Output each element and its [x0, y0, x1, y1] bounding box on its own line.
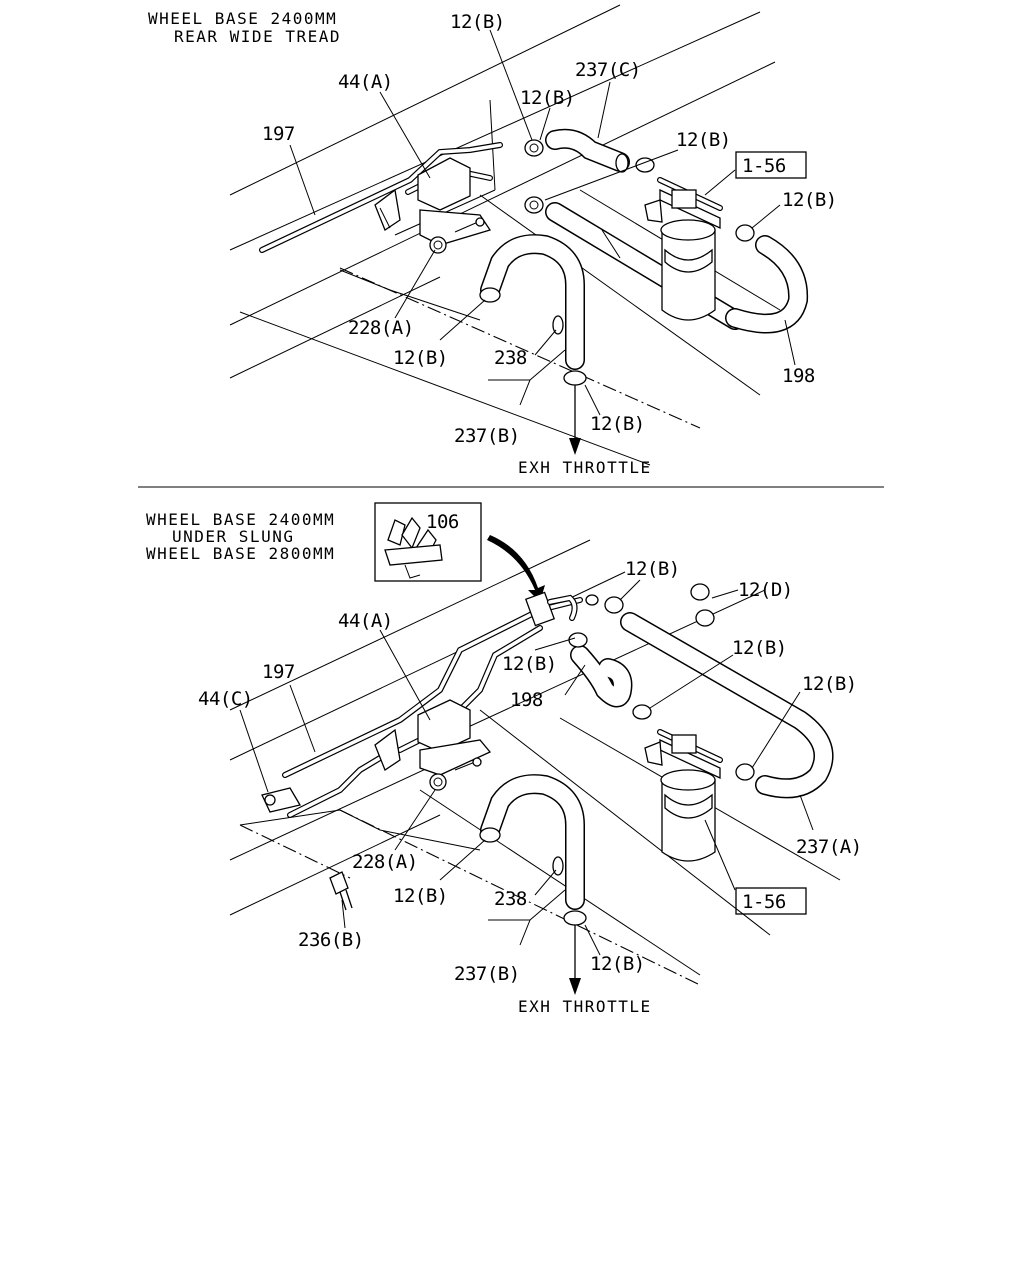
- top-callout-12b-a: 12(B): [520, 87, 575, 109]
- bottom-callout-12b-a: 12(B): [625, 558, 680, 580]
- bottom-inset-106: [374, 502, 545, 602]
- bottom-callout-197: 197: [262, 661, 295, 683]
- bottom-diagram: WHEEL BASE 2400MM UNDER SLUNG WHEEL BASE…: [146, 502, 862, 1016]
- top-bracket-44a: [374, 157, 492, 254]
- bottom-callout-236b: 236(B): [298, 929, 364, 951]
- top-hose-237c: [545, 128, 630, 173]
- bottom-bracket-44a: [374, 699, 492, 791]
- bottom-leaders: [239, 579, 814, 956]
- top-diagram: WHEEL BASE 2400MM REAR WIDE TREAD: [148, 4, 837, 477]
- bottom-pipe-44c: [261, 749, 393, 818]
- bottom-header-line-2: UNDER SLUNG: [172, 527, 294, 546]
- bottom-callout-237b: 237(B): [454, 963, 520, 985]
- bottom-hose-long: [620, 612, 834, 799]
- bottom-hose-198: [570, 645, 633, 708]
- bottom-ref-1-56: 1-56: [742, 891, 786, 913]
- bottom-callout-198: 198: [510, 689, 543, 711]
- bottom-callout-12d: 12(D): [738, 579, 793, 601]
- bottom-canister-1-56: [644, 729, 723, 862]
- top-ref-1-56: 1-56: [742, 155, 786, 177]
- top-clamps: [479, 139, 755, 386]
- top-callout-198: 198: [782, 365, 815, 387]
- bottom-bolt-236b: [329, 871, 353, 911]
- top-canister-1-56: [644, 177, 723, 321]
- bottom-clamps: [479, 583, 755, 926]
- bottom-exh-arrow: [569, 925, 581, 995]
- bottom-callout-237a: 237(A): [796, 836, 862, 858]
- bottom-callout-12b-e: 12(B): [393, 885, 448, 907]
- top-leaders: [289, 29, 796, 416]
- bottom-hose-237b: [480, 774, 585, 910]
- bottom-callout-12b-d: 12(B): [802, 673, 857, 695]
- top-hose-237b: [480, 234, 585, 370]
- top-callout-237c: 237(C): [575, 59, 641, 81]
- bottom-callout-238: 238: [494, 888, 527, 910]
- bottom-callout-12b-c: 12(B): [732, 637, 787, 659]
- top-header-line-1: WHEEL BASE 2400MM: [148, 9, 337, 28]
- bottom-exh-throttle-label: EXH THROTTLE: [518, 997, 652, 1016]
- top-callout-12b-top: 12(B): [450, 11, 505, 33]
- top-callout-12b-e: 12(B): [590, 413, 645, 435]
- top-callout-12b-d: 12(B): [393, 347, 448, 369]
- bottom-callout-228a: 228(A): [352, 851, 418, 873]
- bottom-callout-12b-b: 12(B): [502, 653, 557, 675]
- bottom-header-line-3: WHEEL BASE 2800MM: [146, 544, 335, 563]
- top-hose-198: [725, 235, 809, 334]
- bottom-callout-44a: 44(A): [338, 610, 393, 632]
- top-callout-237b: 237(B): [454, 425, 520, 447]
- top-callout-12b-b: 12(B): [676, 129, 731, 151]
- top-callout-228a: 228(A): [348, 317, 414, 339]
- top-callout-238: 238: [494, 347, 527, 369]
- top-exh-arrow: [569, 385, 581, 455]
- top-header-line-2: REAR WIDE TREAD: [174, 27, 341, 46]
- top-callout-44a: 44(A): [338, 71, 393, 93]
- bottom-header-line-1: WHEEL BASE 2400MM: [146, 510, 335, 529]
- bottom-callout-12b-f: 12(B): [590, 953, 645, 975]
- bottom-callout-44c: 44(C): [198, 688, 253, 710]
- bottom-ref-1-56-box: [735, 887, 807, 915]
- top-callout-197: 197: [262, 123, 295, 145]
- top-frame-rails: [229, 4, 781, 466]
- top-callout-12b-c: 12(B): [782, 189, 837, 211]
- top-ref-1-56-box: [735, 151, 807, 179]
- bottom-callout-106: 106: [426, 511, 459, 533]
- top-exh-throttle-label: EXH THROTTLE: [518, 458, 652, 477]
